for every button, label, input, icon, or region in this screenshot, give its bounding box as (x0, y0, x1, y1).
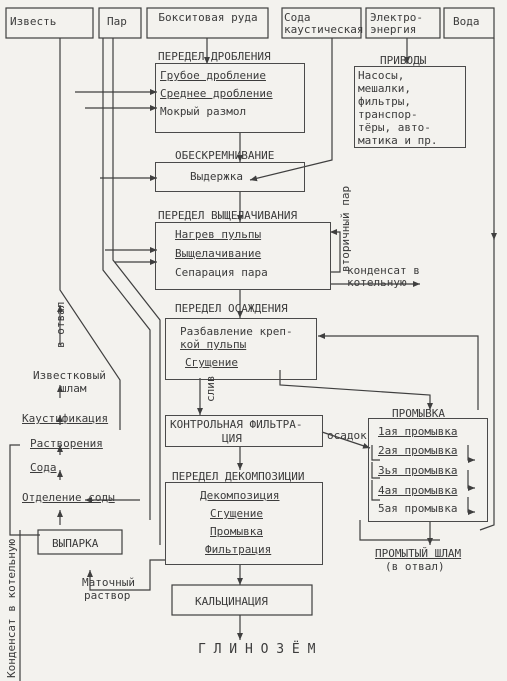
decomposition-step-1: Декомпозиция (200, 489, 280, 502)
desilication-title: ОБЕСКРЕМНИВАНИЕ (175, 149, 275, 162)
input-steam: Пар (107, 15, 127, 28)
washing-title: ПРОМЫВКА (392, 407, 445, 420)
caustification-label: Каустификация (22, 412, 109, 425)
evaporation-label: ВЫПАРКА (52, 537, 99, 550)
crushing-title: ПЕРЕДЕЛ ДРОБЛЕНИЯ (158, 50, 271, 63)
dissolution-label: Растворения (30, 437, 103, 450)
control-filtration-title-2: ЦИЯ (222, 432, 242, 445)
washing-step-5: 5ая промывка (378, 502, 458, 515)
crushing-step-3: Мокрый размол (160, 105, 247, 118)
lime-mud-2: шлам (60, 382, 87, 395)
leaching-step-3: Сепарация пара (175, 266, 268, 279)
drives-line-1: Насосы, (358, 69, 405, 82)
settling-step-1b: кой пульпы (180, 338, 247, 351)
settling-box (165, 318, 317, 380)
drives-line-3: фильтры, (358, 95, 411, 108)
condensate-label: конденсат в котельную (347, 264, 420, 289)
mother-liquor-2: раствор (84, 589, 131, 602)
input-electricity: Электро-энергия (370, 11, 423, 36)
washing-step-1: 1ая промывка (378, 425, 458, 438)
dump-label: в отвал (54, 301, 67, 348)
soda-separation-label: Отделение соды (22, 491, 115, 504)
crushing-step-1: Грубое дробление (160, 69, 266, 82)
desilication-box (155, 162, 305, 192)
secondary-steam-label: вторичный пар (339, 185, 352, 272)
leaching-box (155, 222, 331, 290)
washing-step-3: 3ья промывка (378, 464, 458, 477)
mother-liquor-1: Маточный (82, 576, 135, 589)
decomposition-title: ПЕРЕДЕЛ ДЕКОМПОЗИЦИИ (172, 470, 305, 483)
settling-title: ПЕРЕДЕЛ ОСАЖДЕНИЯ (175, 302, 288, 315)
drives-line-4: транспор- (358, 108, 418, 121)
lime-mud-1: Известковый (33, 369, 106, 382)
sediment-label: осадок (327, 429, 367, 442)
crushing-step-2: Среднее дробление (160, 87, 273, 100)
crushing-box (155, 63, 305, 133)
decomposition-step-4: Фильтрация (205, 543, 272, 556)
soda-label: Сода (30, 461, 57, 474)
control-filtration-box (165, 415, 323, 447)
input-caustic-soda: Сода каустическая (284, 11, 364, 36)
drives-title: ПРИВОДЫ (380, 54, 427, 67)
drives-line-6: матика и пр. (358, 134, 438, 147)
washing-step-2: 2ая промывка (378, 444, 458, 457)
leaching-step-1: Нагрев пульпы (175, 228, 262, 241)
drives-line-5: тёры, авто- (358, 121, 431, 134)
drain-label: слив (204, 375, 217, 403)
input-lime: Известь (10, 15, 57, 28)
decomposition-step-2: Сгущение (210, 507, 263, 520)
washing-box (368, 418, 488, 522)
leaching-title: ПЕРЕДЕЛ ВЫЩЕЛАЧИВАНИЯ (158, 209, 298, 222)
washed-mud-label: ПРОМЫТЫЙ ШЛАМ (375, 547, 462, 560)
washing-step-4: 4ая промывка (378, 484, 458, 497)
desilication-step: Выдержка (190, 170, 243, 183)
drives-box (354, 66, 466, 148)
settling-step-2: Сгущение (185, 356, 238, 369)
calcination-title: КАЛЬЦИНАЦИЯ (195, 595, 268, 608)
product-alumina: Г Л И Н О З Ё М (198, 642, 316, 657)
drives-line-2: мешалки, (358, 82, 411, 95)
condensate-boiler-label: Конденсат в котельную (5, 538, 18, 678)
control-filtration-title: КОНТРОЛЬНАЯ ФИЛЬТРА- (170, 418, 303, 431)
decomposition-box (165, 482, 323, 565)
input-bauxite: Бокситовая руда (158, 11, 258, 24)
settling-step-1: Разбавление креп- (180, 325, 293, 338)
washed-mud-dump-label: (в отвал) (385, 560, 445, 573)
decomposition-step-3: Промывка (210, 525, 263, 538)
input-water: Вода (453, 15, 480, 28)
leaching-step-2: Выщелачивание (175, 247, 262, 260)
